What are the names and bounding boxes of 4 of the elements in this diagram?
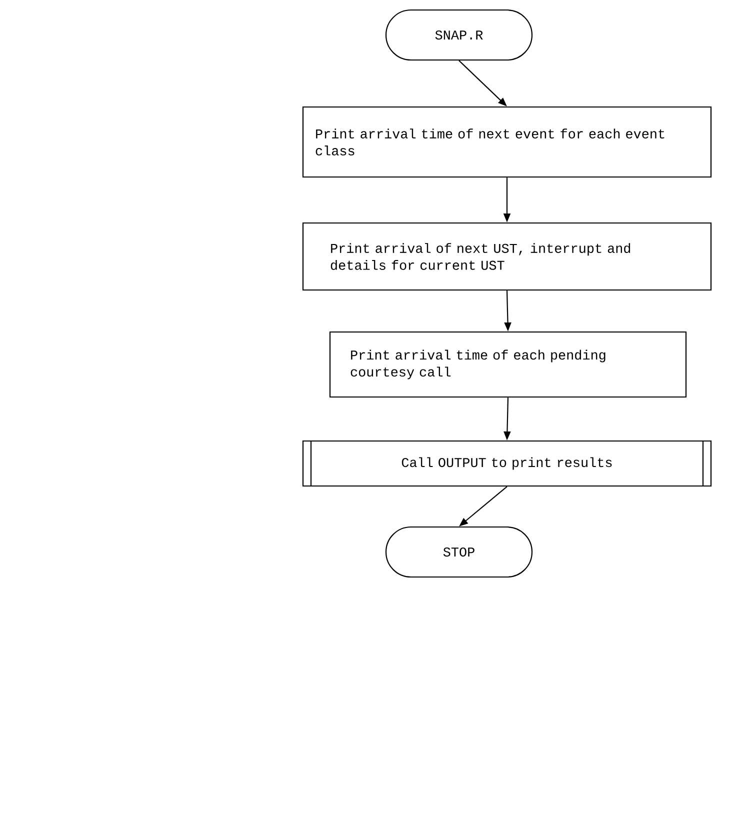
process-box: Print arrival time of next event for each event class (302, 106, 712, 178)
predefined-process-box: Call OUTPUT to print results (302, 440, 712, 487)
process-box: Print arrival of next UST, interrupt and details for current UST (302, 222, 712, 291)
process-box: Print arrival time of each pending courtesy call (329, 331, 687, 398)
